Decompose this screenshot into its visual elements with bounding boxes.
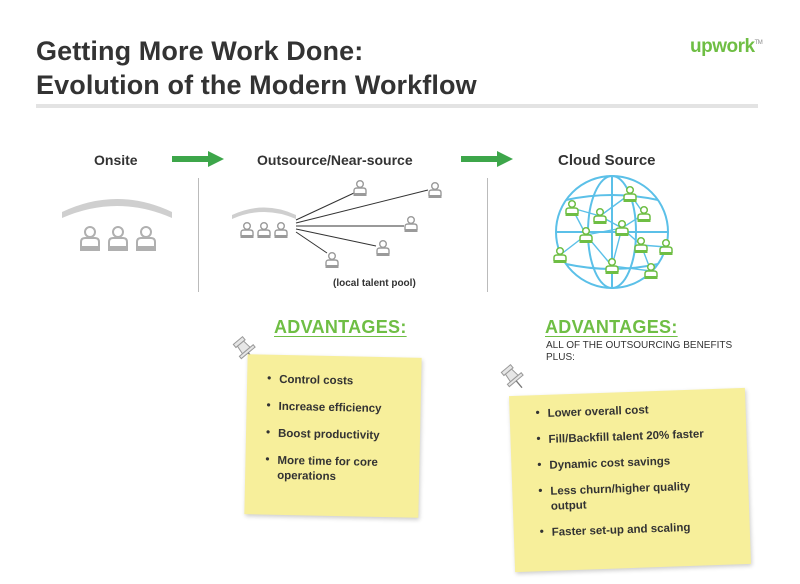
- cloud-advantages-list: Lower overall cost Fill/Backfill talent …: [509, 388, 750, 542]
- onsite-office-icon: [62, 199, 172, 252]
- pushpin-icon: [232, 336, 256, 361]
- cloud-advantages-subheading: ALL OF THE OUTSOURCING BENEFITS PLUS:: [546, 340, 733, 363]
- header-divider: [36, 104, 758, 108]
- list-item: Increase efficiency: [266, 400, 410, 418]
- stage-divider: [487, 178, 488, 292]
- outsource-advantages-note: Control costs Increase efficiency Boost …: [244, 354, 422, 518]
- list-item: Dynamic cost savings: [537, 452, 737, 474]
- arrow-right-icon: [172, 151, 224, 167]
- pushpin-icon: [500, 364, 524, 389]
- title-line-2: Evolution of the Modern Workflow: [36, 70, 477, 100]
- logo-text: upwork: [690, 36, 755, 57]
- list-item: Lower overall cost: [535, 400, 735, 422]
- outsource-network-icon: [232, 179, 443, 269]
- stage-label-outsource: Outsource/Near-source: [257, 152, 413, 168]
- stage-label-cloud: Cloud Source: [558, 152, 656, 169]
- cloud-globe-icon: [552, 175, 674, 289]
- list-item: Fill/Backfill talent 20% faster: [536, 426, 736, 448]
- list-item: Faster set-up and scaling: [540, 519, 740, 541]
- page-title: Getting More Work Done: Evolution of the…: [36, 34, 477, 102]
- outsource-advantages-list: Control costs Increase efficiency Boost …: [245, 354, 422, 487]
- cloud-advantages-note: Lower overall cost Fill/Backfill talent …: [509, 387, 751, 573]
- list-item: Boost productivity: [266, 427, 410, 445]
- arrow-right-icon: [461, 151, 513, 167]
- title-line-1: Getting More Work Done:: [36, 36, 364, 66]
- list-item: More time for core operations: [265, 454, 388, 487]
- logo-trademark: TM: [754, 40, 763, 46]
- list-item: Less churn/higher quality output: [538, 480, 691, 515]
- stage-divider: [198, 178, 199, 292]
- stage-label-onsite: Onsite: [94, 152, 138, 168]
- advantages-heading-cloud: ADVANTAGES:: [545, 317, 678, 337]
- advantages-heading-outsource: ADVANTAGES:: [274, 317, 407, 337]
- list-item: Control costs: [267, 373, 411, 391]
- upwork-logo: upworkTM: [690, 36, 763, 58]
- local-talent-pool-caption: (local talent pool): [333, 278, 416, 289]
